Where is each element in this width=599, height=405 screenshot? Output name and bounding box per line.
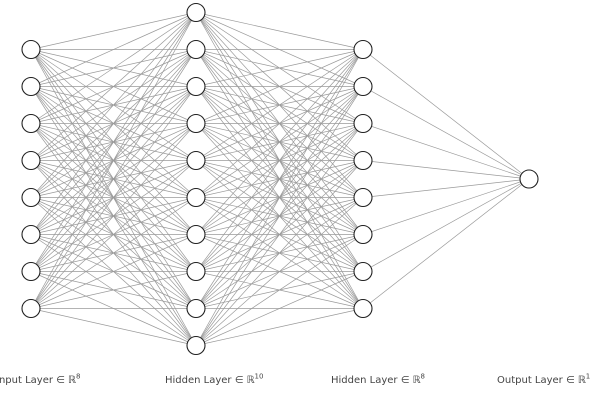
- neuron-layer-3-0: [519, 169, 539, 189]
- input-layer-label-text: Input Layer ∈ ℝ: [0, 375, 76, 386]
- neurons: [21, 2, 539, 356]
- connection-l1-n9-to-l2-n4: [195, 197, 364, 346]
- connection-l2-n0-to-l3-n0: [362, 49, 530, 180]
- neuron-layer-2-7: [353, 298, 373, 319]
- neuron-layer-2-2: [353, 113, 373, 134]
- connection-l1-n9-to-l2-n3: [195, 160, 364, 346]
- connection-l1-n2-to-l2-n0: [195, 49, 364, 87]
- connection-l0-n7-to-l1-n9: [30, 308, 197, 346]
- connection-l1-n9-to-l2-n6: [195, 271, 364, 346]
- connection-l0-n1-to-l1-n0: [30, 12, 197, 87]
- connection-l2-n2-to-l3-n0: [362, 123, 530, 180]
- output-layer-label: Output Layer ∈ ℝ1: [497, 372, 591, 388]
- neuron-layer-1-4: [186, 150, 206, 171]
- neuron-layer-1-1: [186, 39, 206, 60]
- neuron-layer-1-0: [186, 2, 206, 23]
- connection-l1-n0-to-l2-n0: [195, 12, 364, 50]
- neuron-layer-0-1: [21, 76, 41, 97]
- neuron-layer-2-6: [353, 261, 373, 282]
- connection-l1-n3-to-l2-n0: [195, 49, 364, 124]
- hidden-layer-1-label: Hidden Layer ∈ ℝ10: [165, 372, 264, 388]
- neuron-layer-1-9: [186, 335, 206, 356]
- hidden-layer-1-dimension: 10: [254, 372, 264, 381]
- connection-l2-n1-to-l3-n0: [362, 86, 530, 180]
- connection-l0-n7-to-l1-n0: [30, 12, 197, 309]
- connection-l0-n7-to-l1-n5: [30, 197, 197, 309]
- connection-l2-n7-to-l3-n0: [362, 178, 530, 309]
- neuron-layer-1-6: [186, 224, 206, 245]
- neuron-layer-0-0: [21, 39, 41, 60]
- connection-l1-n9-to-l2-n5: [195, 234, 364, 346]
- neuron-layer-1-8: [186, 298, 206, 319]
- connection-l1-n9-to-l2-n2: [195, 123, 364, 346]
- neuron-layer-0-7: [21, 298, 41, 319]
- connection-l2-n4-to-l3-n0: [362, 178, 530, 198]
- connection-l0-n0-to-l1-n0: [30, 12, 197, 50]
- input-layer-dimension: 8: [75, 372, 81, 381]
- neuron-layer-0-2: [21, 113, 41, 134]
- connection-l0-n5-to-l1-n0: [30, 12, 197, 235]
- hidden-layer-2-label-text: Hidden Layer ∈ ℝ: [331, 375, 421, 386]
- neuron-layer-2-5: [353, 224, 373, 245]
- connections: [30, 12, 530, 346]
- input-layer-label: Input Layer ∈ ℝ8: [0, 372, 81, 388]
- neuron-layer-1-7: [186, 261, 206, 282]
- connection-l1-n5-to-l2-n0: [195, 49, 364, 198]
- neuron-layer-2-4: [353, 187, 373, 208]
- neuron-layer-2-1: [353, 76, 373, 97]
- connection-l0-n3-to-l1-n0: [30, 12, 197, 161]
- connection-l0-n7-to-l1-n4: [30, 160, 197, 309]
- neuron-layer-0-6: [21, 261, 41, 282]
- hidden-layer-2-label: Hidden Layer ∈ ℝ8: [331, 372, 425, 388]
- connection-l0-n7-to-l1-n7: [30, 271, 197, 309]
- connection-l1-n9-to-l2-n0: [195, 49, 364, 346]
- neuron-layer-1-5: [186, 187, 206, 208]
- connection-l1-n8-to-l2-n0: [195, 49, 364, 309]
- output-layer-label-text: Output Layer ∈ ℝ: [497, 375, 586, 386]
- connection-l2-n6-to-l3-n0: [362, 178, 530, 272]
- connection-l2-n3-to-l3-n0: [362, 160, 530, 180]
- neuron-layer-0-3: [21, 150, 41, 171]
- connection-l0-n4-to-l1-n0: [30, 12, 197, 198]
- output-layer-dimension: 1: [585, 372, 591, 381]
- neuron-layer-0-5: [21, 224, 41, 245]
- hidden-layer-2-dimension: 8: [420, 372, 425, 381]
- neuron-layer-2-0: [353, 39, 373, 60]
- connection-l0-n7-to-l1-n2: [30, 86, 197, 309]
- neuron-layer-0-4: [21, 187, 41, 208]
- connection-l1-n9-to-l2-n1: [195, 86, 364, 346]
- connection-l1-n6-to-l2-n0: [195, 49, 364, 235]
- connection-l1-n7-to-l2-n0: [195, 49, 364, 272]
- connection-l0-n2-to-l1-n0: [30, 12, 197, 124]
- hidden-layer-1-label-text: Hidden Layer ∈ ℝ: [165, 375, 255, 386]
- neuron-layer-2-3: [353, 150, 373, 171]
- connection-l2-n5-to-l3-n0: [362, 178, 530, 235]
- connection-l1-n4-to-l2-n0: [195, 49, 364, 161]
- connection-l0-n7-to-l1-n6: [30, 234, 197, 309]
- connection-l0-n7-to-l1-n1: [30, 49, 197, 309]
- connection-l0-n7-to-l1-n3: [30, 123, 197, 309]
- neuron-layer-1-3: [186, 113, 206, 134]
- connection-l0-n6-to-l1-n0: [30, 12, 197, 272]
- connection-l1-n9-to-l2-n7: [195, 308, 364, 346]
- neuron-layer-1-2: [186, 76, 206, 97]
